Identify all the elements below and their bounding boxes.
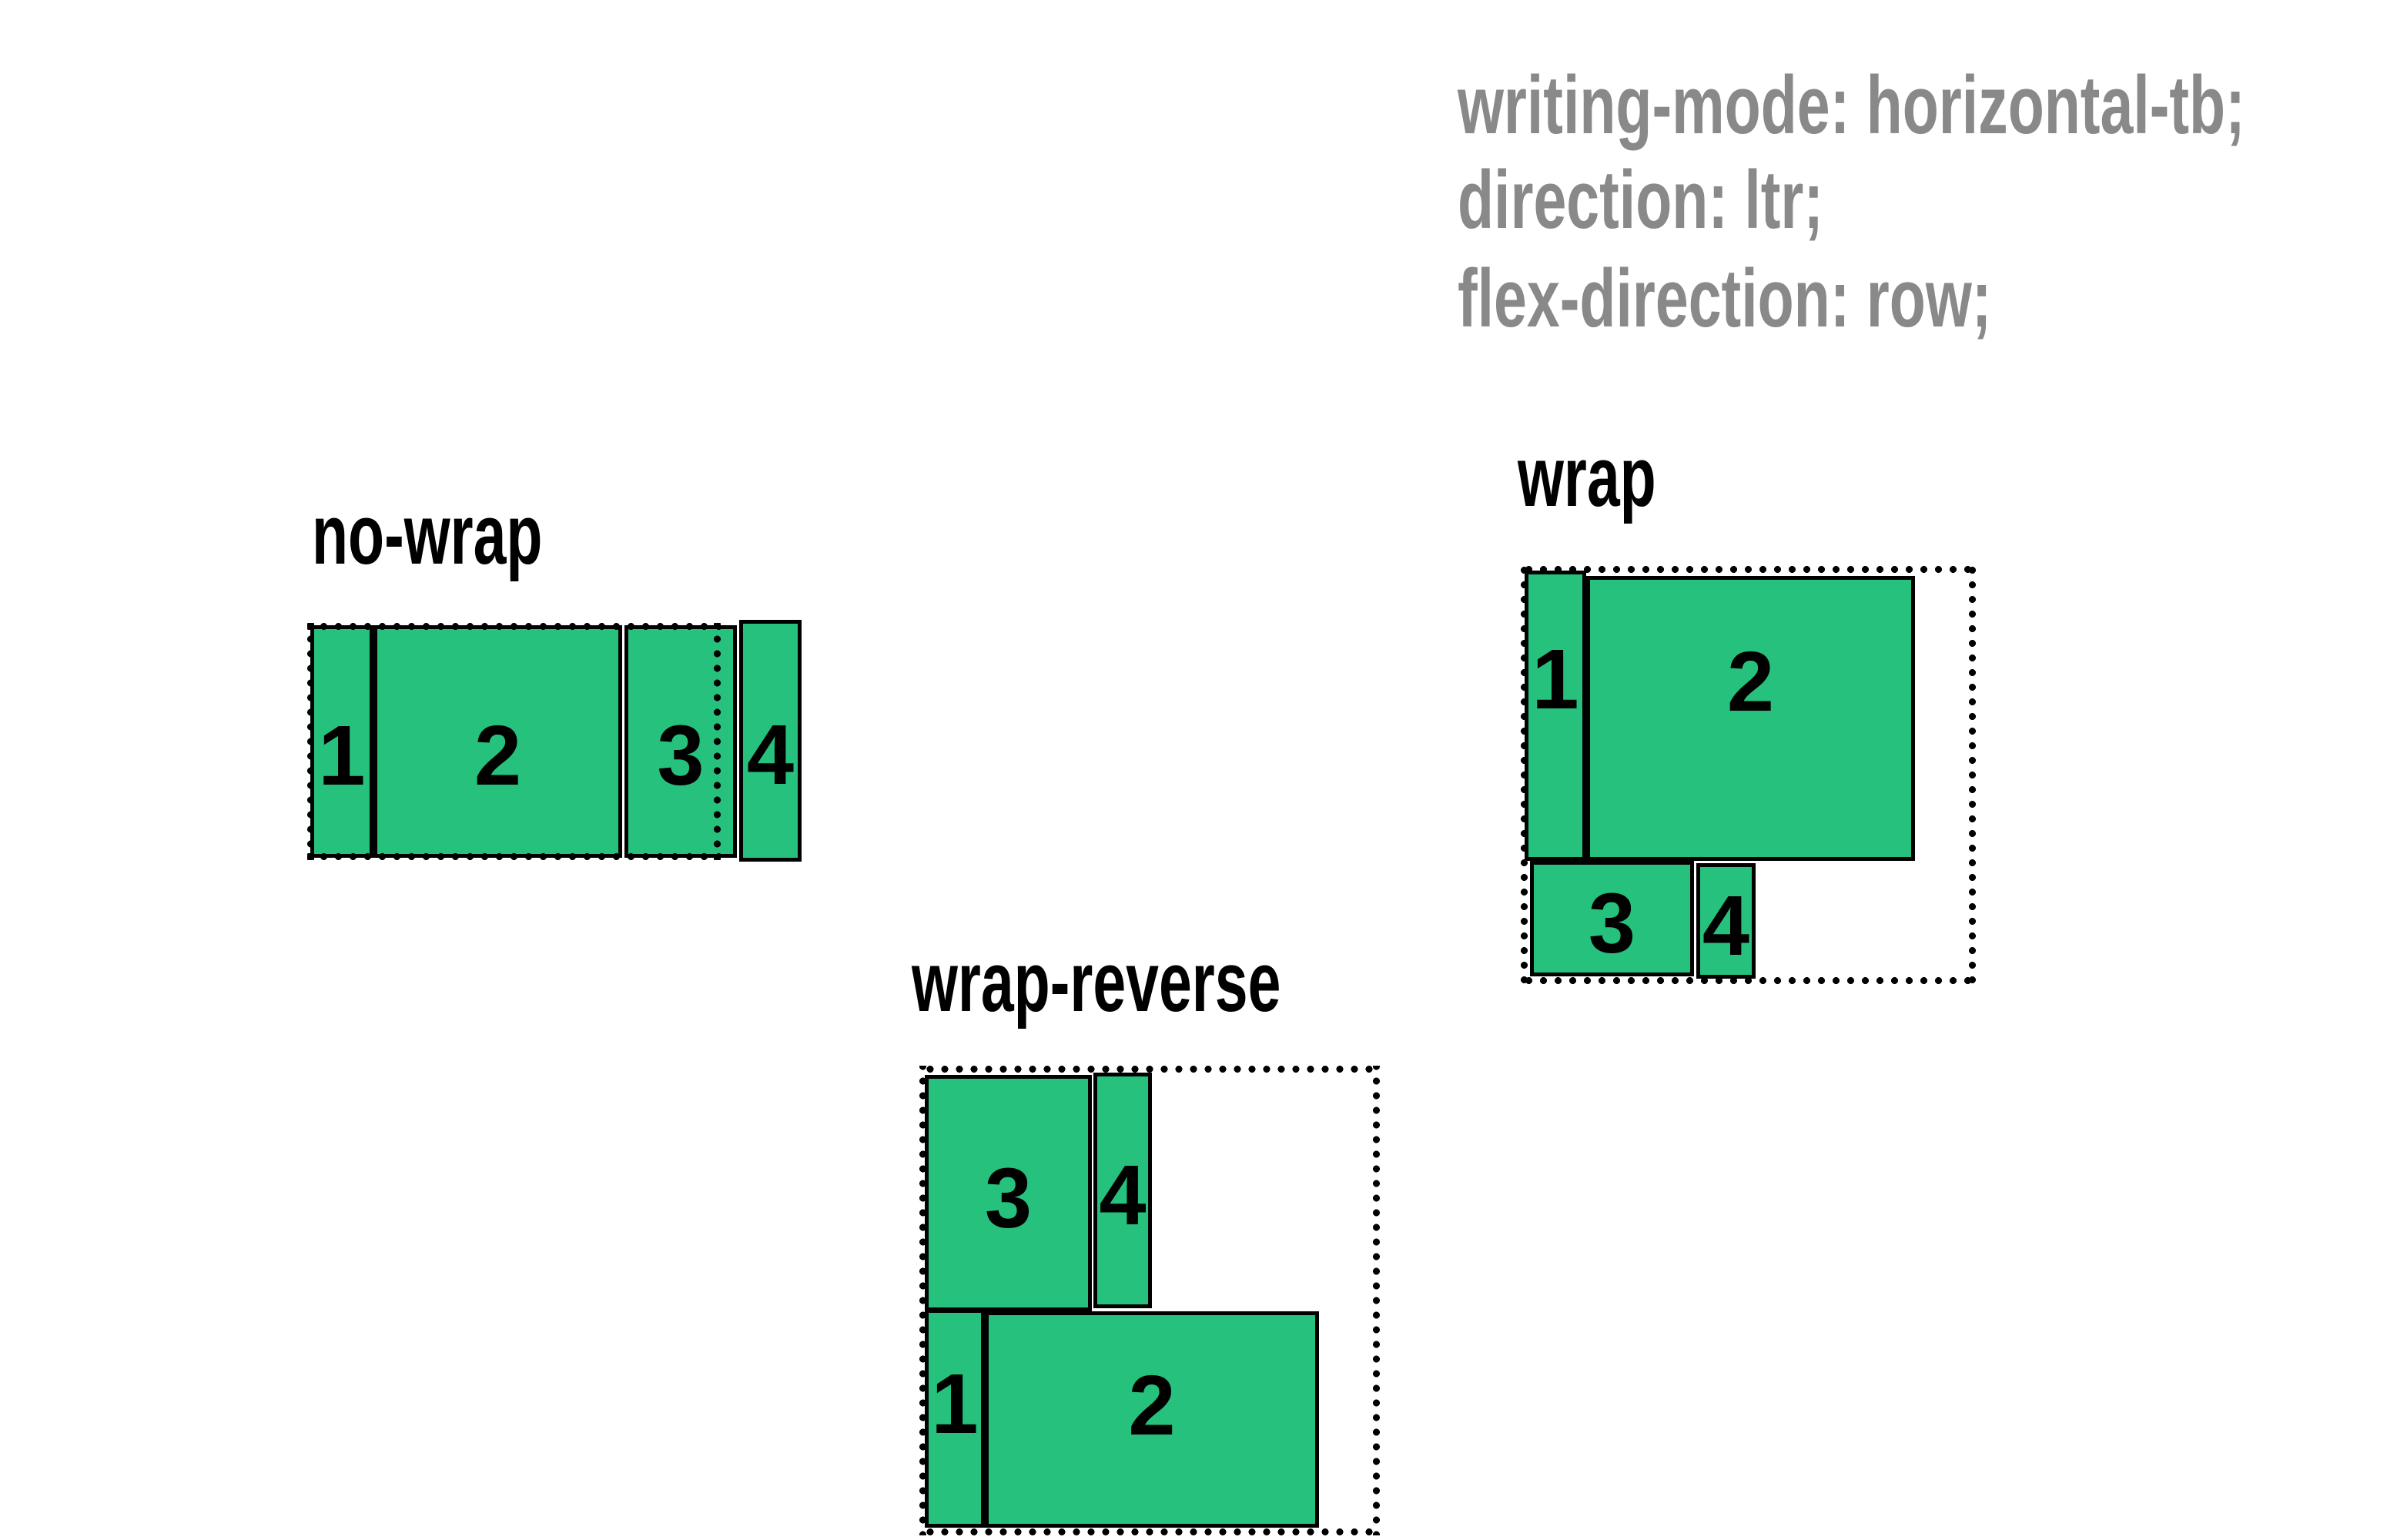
wrap-reverse-flex-item-2: 2: [985, 1311, 1319, 1528]
flex-item-label: 3: [984, 1150, 1033, 1246]
css-note-text: flex-direction: row;: [1458, 252, 1992, 344]
wrap-title: wrap: [1518, 435, 1716, 520]
wrap-reverse-title: wrap-reverse: [912, 940, 1439, 1025]
css-note-line-flex-direction: flex-direction: row;: [1458, 257, 2199, 340]
nowrap-flex-item-3: 3: [624, 625, 737, 858]
flex-item-label: 1: [318, 708, 366, 803]
dotted-border-top: [1521, 566, 1976, 573]
css-note-line-direction: direction: ltr;: [1458, 159, 1966, 241]
wrap-flex-item-3: 3: [1530, 861, 1694, 976]
flex-item-label: 2: [474, 708, 522, 803]
wrap-flex-item-2: 2: [1586, 576, 1915, 861]
wrap-flex-item-1: 1: [1525, 571, 1586, 861]
nowrap-title-text: no-wrap: [312, 487, 543, 582]
dotted-border-right: [1969, 566, 1976, 984]
flex-item-label: 3: [1588, 876, 1636, 971]
flex-item-label: 4: [746, 708, 795, 802]
flex-item-label: 1: [931, 1357, 979, 1451]
nowrap-flex-item-1: 1: [310, 625, 373, 858]
flex-item-label: 4: [1099, 1148, 1147, 1243]
nowrap-flex-item-4: 4: [739, 620, 802, 862]
flex-item-label: 4: [1702, 879, 1750, 973]
nowrap-flex-item-2: 2: [373, 625, 622, 858]
wrap-reverse-flex-item-3: 3: [925, 1075, 1092, 1311]
dotted-border-bottom: [919, 1528, 1380, 1535]
flex-item-label: 1: [1532, 631, 1579, 727]
wrap-title-text: wrap: [1518, 430, 1656, 524]
wrap-flex-item-4: 4: [1696, 863, 1756, 979]
wrap-reverse-title-text: wrap-reverse: [912, 935, 1281, 1029]
flex-item-label: 2: [1726, 634, 1775, 729]
flex-item-label: 3: [657, 708, 705, 803]
css-note-text: writing-mode: horizontal-tb;: [1458, 59, 2245, 151]
wrap-reverse-flex-item-1: 1: [925, 1309, 985, 1528]
css-note-text: direction: ltr;: [1458, 153, 1824, 246]
dotted-border-top: [919, 1066, 1380, 1073]
nowrap-title: no-wrap: [312, 493, 641, 578]
flex-item-label: 2: [1128, 1358, 1176, 1453]
wrap-reverse-flex-item-4: 4: [1093, 1073, 1152, 1308]
css-note-line-writing-mode: writing-mode: horizontal-tb;: [1458, 64, 2387, 146]
dotted-border-right: [1373, 1066, 1380, 1535]
